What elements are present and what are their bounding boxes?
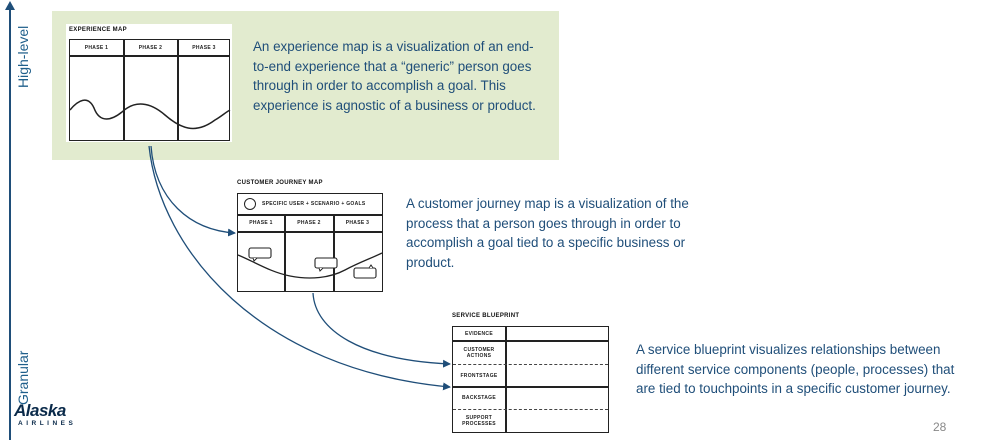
logo-wordmark: Alaska [14,401,66,420]
line-of-visibility [453,386,608,388]
speech-bubble-icon [314,257,338,269]
connector-journey-to-frontstage [312,292,451,368]
persona-circle-icon [244,198,256,210]
blueprint-row-backstage: BACKSTAGE [462,395,496,401]
blueprint-row-evidence: EVIDENCE [465,330,493,337]
header-divider [238,231,382,233]
customer-journey-map-table: SPECIFIC USER + SCENARIO + GOALS PHASE 1… [237,193,383,292]
service-blueprint-description: A service blueprint visualizes relations… [636,342,955,396]
blueprint-row-support-processes: SUPPORT PROCESSES [462,415,496,427]
axis-arrow-up-icon [5,1,15,10]
experience-map-title: EXPERIENCE MAP [69,27,127,33]
service-blueprint-table: EVIDENCE CUSTOMER ACTIONS FRONTSTAGE BAC… [452,326,609,433]
header-divider [70,55,229,57]
logo-subtitle: AIRLINES [18,420,77,427]
connector-experience-to-journey [150,145,236,237]
connector-experience-to-backstage [148,145,451,391]
customer-journey-curve [237,252,383,279]
experience-map-description: An experience map is a visualization of … [253,39,536,113]
page-number: 28 [933,420,947,434]
granularity-axis [9,8,11,440]
blueprint-row-customer-actions: CUSTOMER ACTIONS [463,346,495,359]
phase-label: PHASE 3 [192,45,216,51]
speech-bubble-icon [248,247,272,259]
persona-row-label: SPECIFIC USER + SCENARIO + GOALS [262,201,366,207]
service-blueprint-title: SERVICE BLUEPRINT [452,313,520,319]
customer-journey-map-description: A customer journey map is a visualizatio… [406,196,689,270]
alaska-airlines-logo: Alaska AIRLINES [14,402,76,427]
column-divider [123,40,125,140]
experience-journey-curve [69,99,231,130]
experience-map-card [66,24,232,142]
phase-label: PHASE 2 [297,220,321,226]
phase-label: PHASE 3 [345,220,370,226]
phase-label: PHASE 1 [84,45,109,51]
line-of-interaction [453,364,608,365]
column-divider [177,40,179,140]
column-divider [505,327,507,432]
row-divider [453,340,608,342]
experience-map-table: PHASE 1 PHASE 2 PHASE 3 [69,39,230,141]
column-divider [333,214,335,291]
line-of-internal-interaction [453,409,608,410]
phase-label: PHASE 1 [249,220,273,226]
blueprint-row-frontstage: FRONTSTAGE [460,372,498,379]
speech-bubble-icon [353,267,377,279]
phase-label: PHASE 2 [138,45,163,51]
row-divider [238,214,382,216]
column-divider [284,214,286,291]
customer-journey-map-title: CUSTOMER JOURNEY MAP [237,180,323,186]
